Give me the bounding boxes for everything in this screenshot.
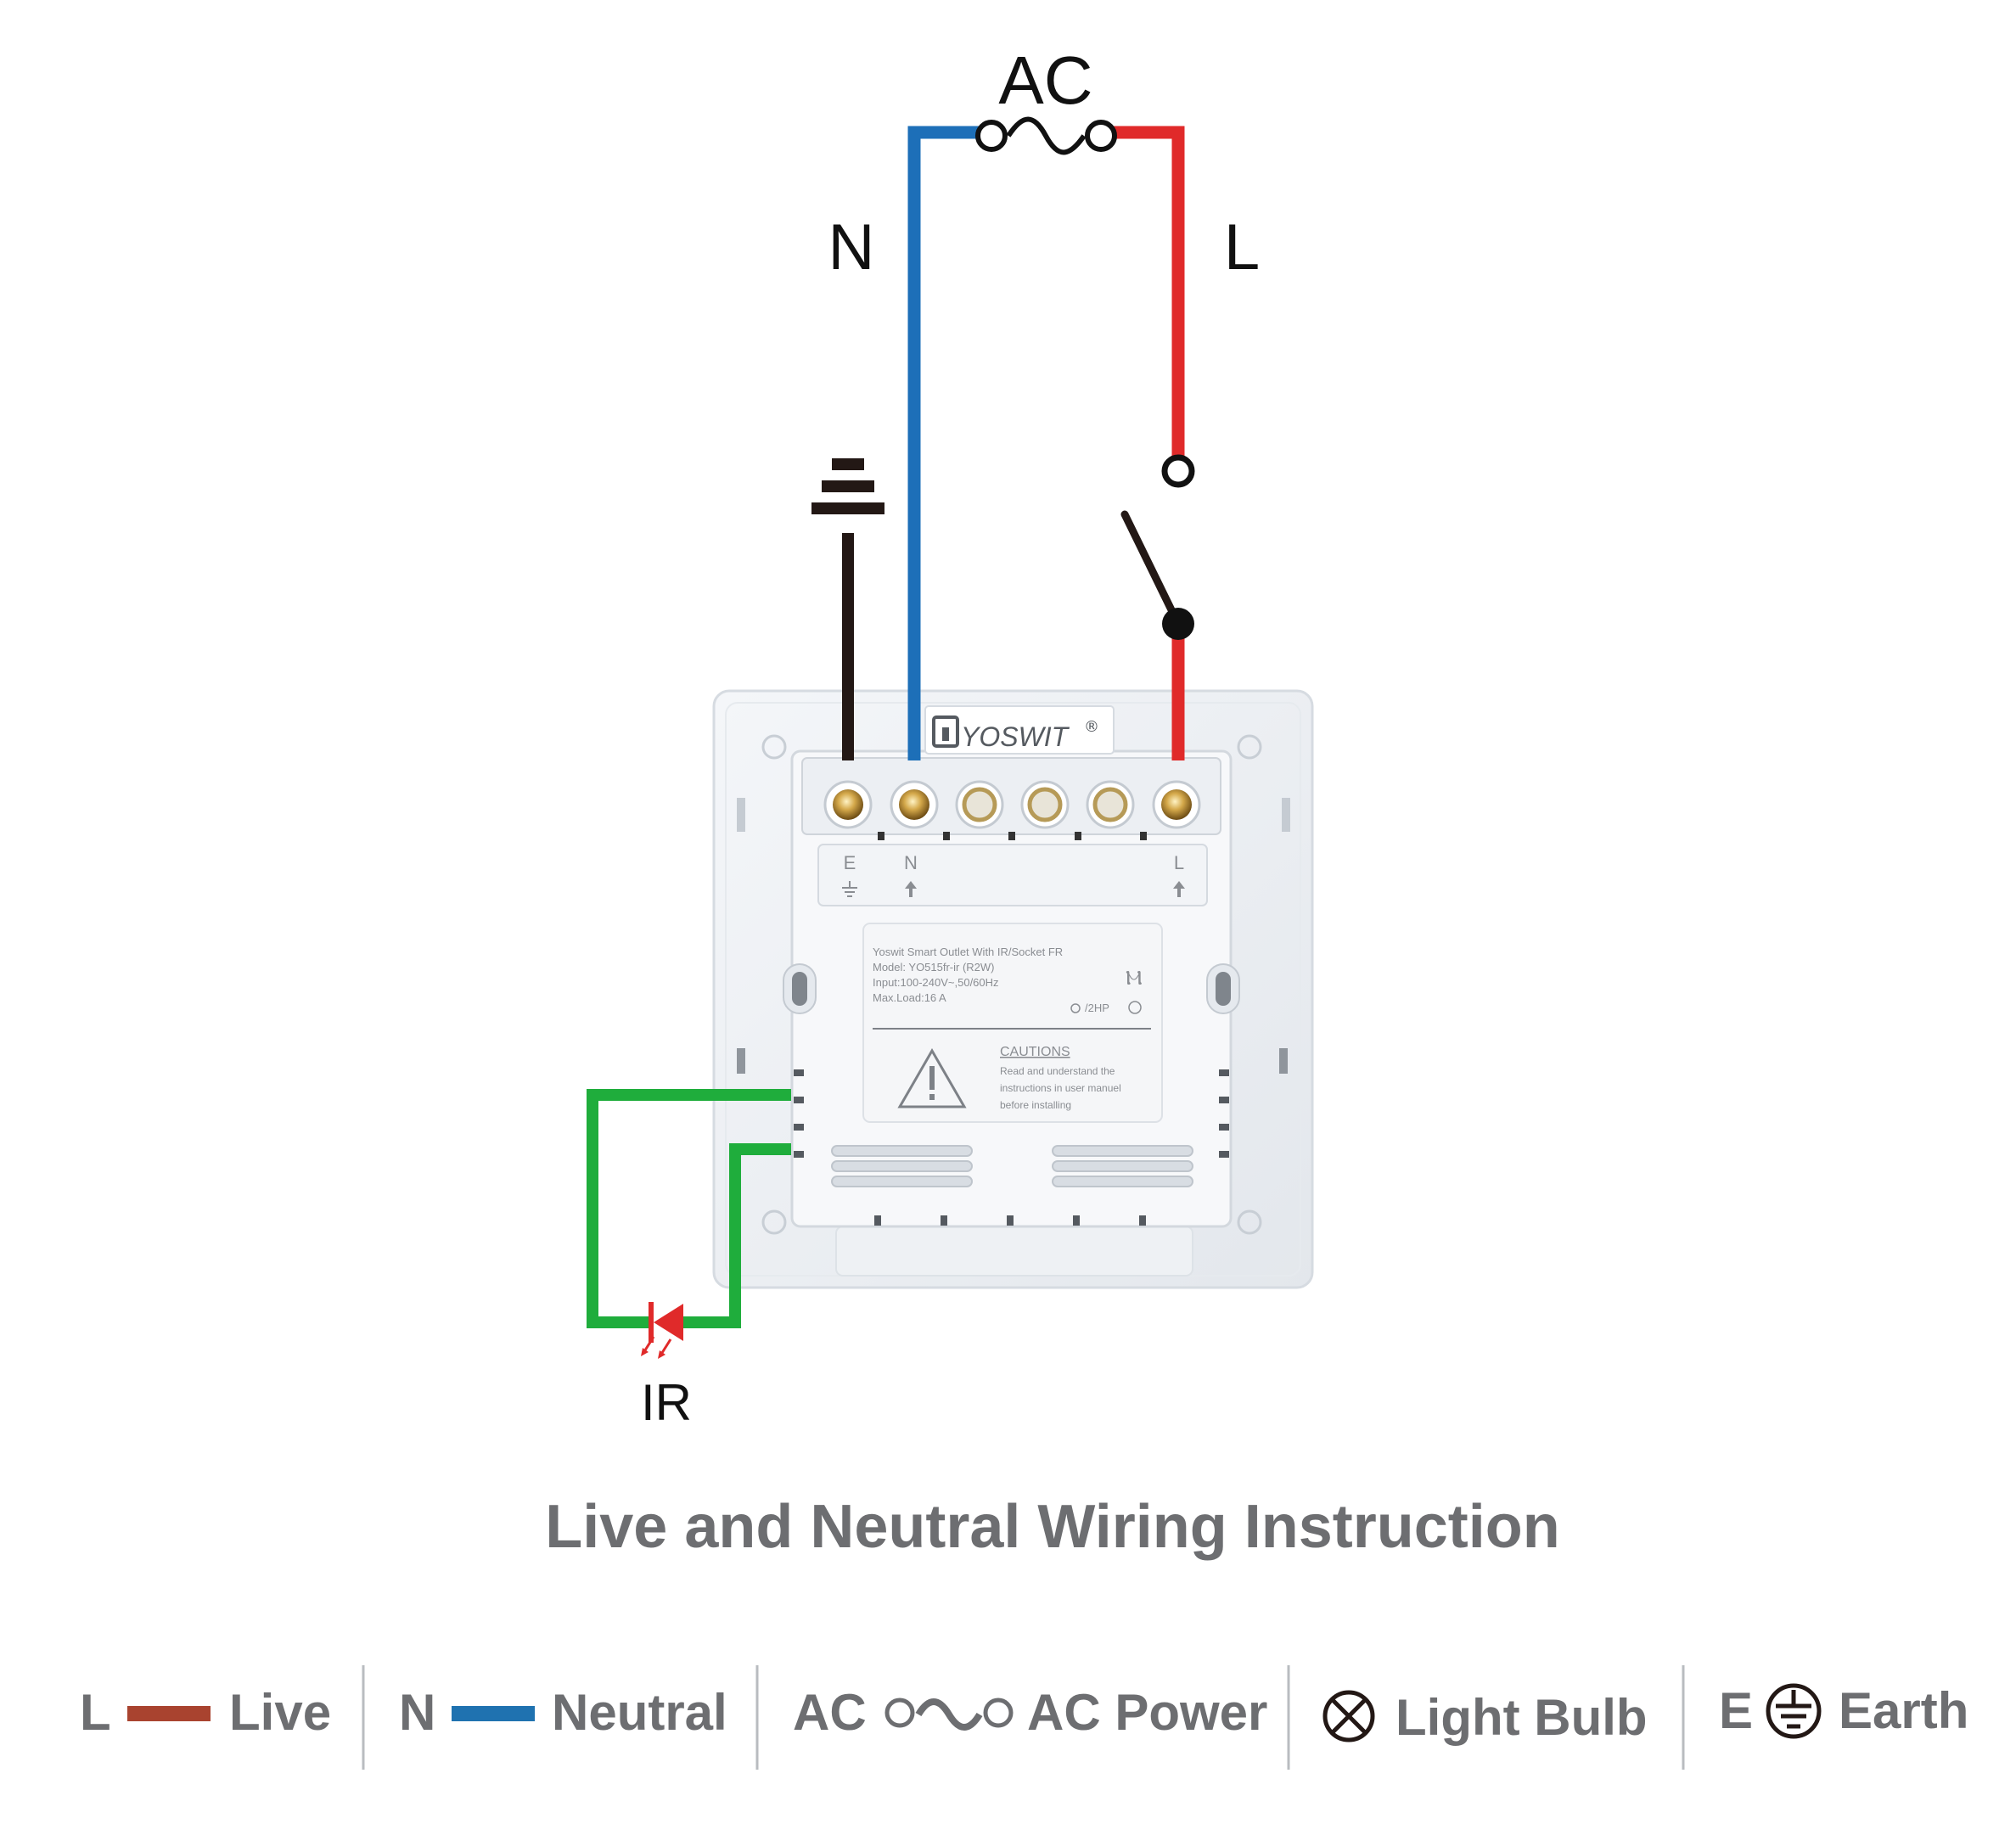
legend-ac-key: AC [793,1684,867,1741]
terminal-earth-icon [842,881,857,897]
power-icon [1128,1001,1142,1014]
sun-icon [1070,1003,1081,1013]
cautions-line-2: instructions in user manuel [1000,1082,1121,1094]
terminal-label-e: E [844,852,856,873]
brand-registered-mark: ® [1084,718,1099,736]
vent-slots [831,1145,1193,1187]
legend-light-bulb-label: Light Bulb [1395,1689,1648,1746]
cautions-line-1: Read and understand the [1000,1065,1115,1077]
legend-live-key: L [80,1684,111,1741]
legend-neutral-key: N [399,1684,435,1741]
warning-icon [897,1047,967,1108]
product-model: Model: YO515fr-ir (R2W) [873,961,995,974]
legend-live-label: Live [229,1684,331,1741]
terminal-label-l: L [1174,852,1184,873]
product-rating: /2HP [1085,1002,1109,1014]
light-bulb-icon [1322,1690,1375,1742]
ac-source-icon [975,116,1117,155]
ir-wire-inner [683,1143,791,1328]
socket-module: E N L Yoswit Smart Outlet With IR/Socket… [712,689,1314,1289]
product-max-load: Max.Load:16 A [873,991,946,1004]
legend-earth-label: Earth [1839,1682,1968,1739]
legend-earth-key: E [1719,1682,1753,1739]
neutral-wire [907,126,991,760]
live-line-icon [127,1706,211,1721]
legend-neutral-label: Neutral [552,1684,727,1741]
diagram-title: Live and Neutral Wiring Instruction [545,1493,1559,1561]
ac-label: AC [998,42,1092,118]
ground-symbol-icon: Ⲙ [1126,966,1143,990]
terminal-label-n: N [904,852,918,873]
product-name: Yoswit Smart Outlet With IR/Socket FR [873,946,1063,958]
product-input: Input:100-240V~,50/60Hz [873,976,999,989]
live-wire-top [1101,126,1185,459]
brand-name: YOSWIT [961,721,1070,752]
live-label: L [1224,211,1260,283]
earth-icon [1766,1683,1822,1739]
ir-led-icon [641,1302,683,1359]
cautions-line-3: before installing [1000,1099,1071,1111]
switch-symbol [1120,454,1195,640]
ir-label: IR [641,1374,692,1431]
earth-ground-icon [811,458,884,514]
terminal-arrow-icon [905,881,1185,897]
legend: L Live N Neutral AC AC Power Light Bulb … [80,1665,1968,1770]
ac-power-icon [884,1698,1014,1731]
cautions-heading: CAUTIONS [1000,1045,1070,1059]
terminal-screws [823,780,1201,829]
neutral-line-icon [452,1706,535,1721]
neutral-label: N [828,211,875,283]
ir-wire-outer [587,1089,791,1328]
legend-ac-label: AC Power [1027,1684,1267,1741]
